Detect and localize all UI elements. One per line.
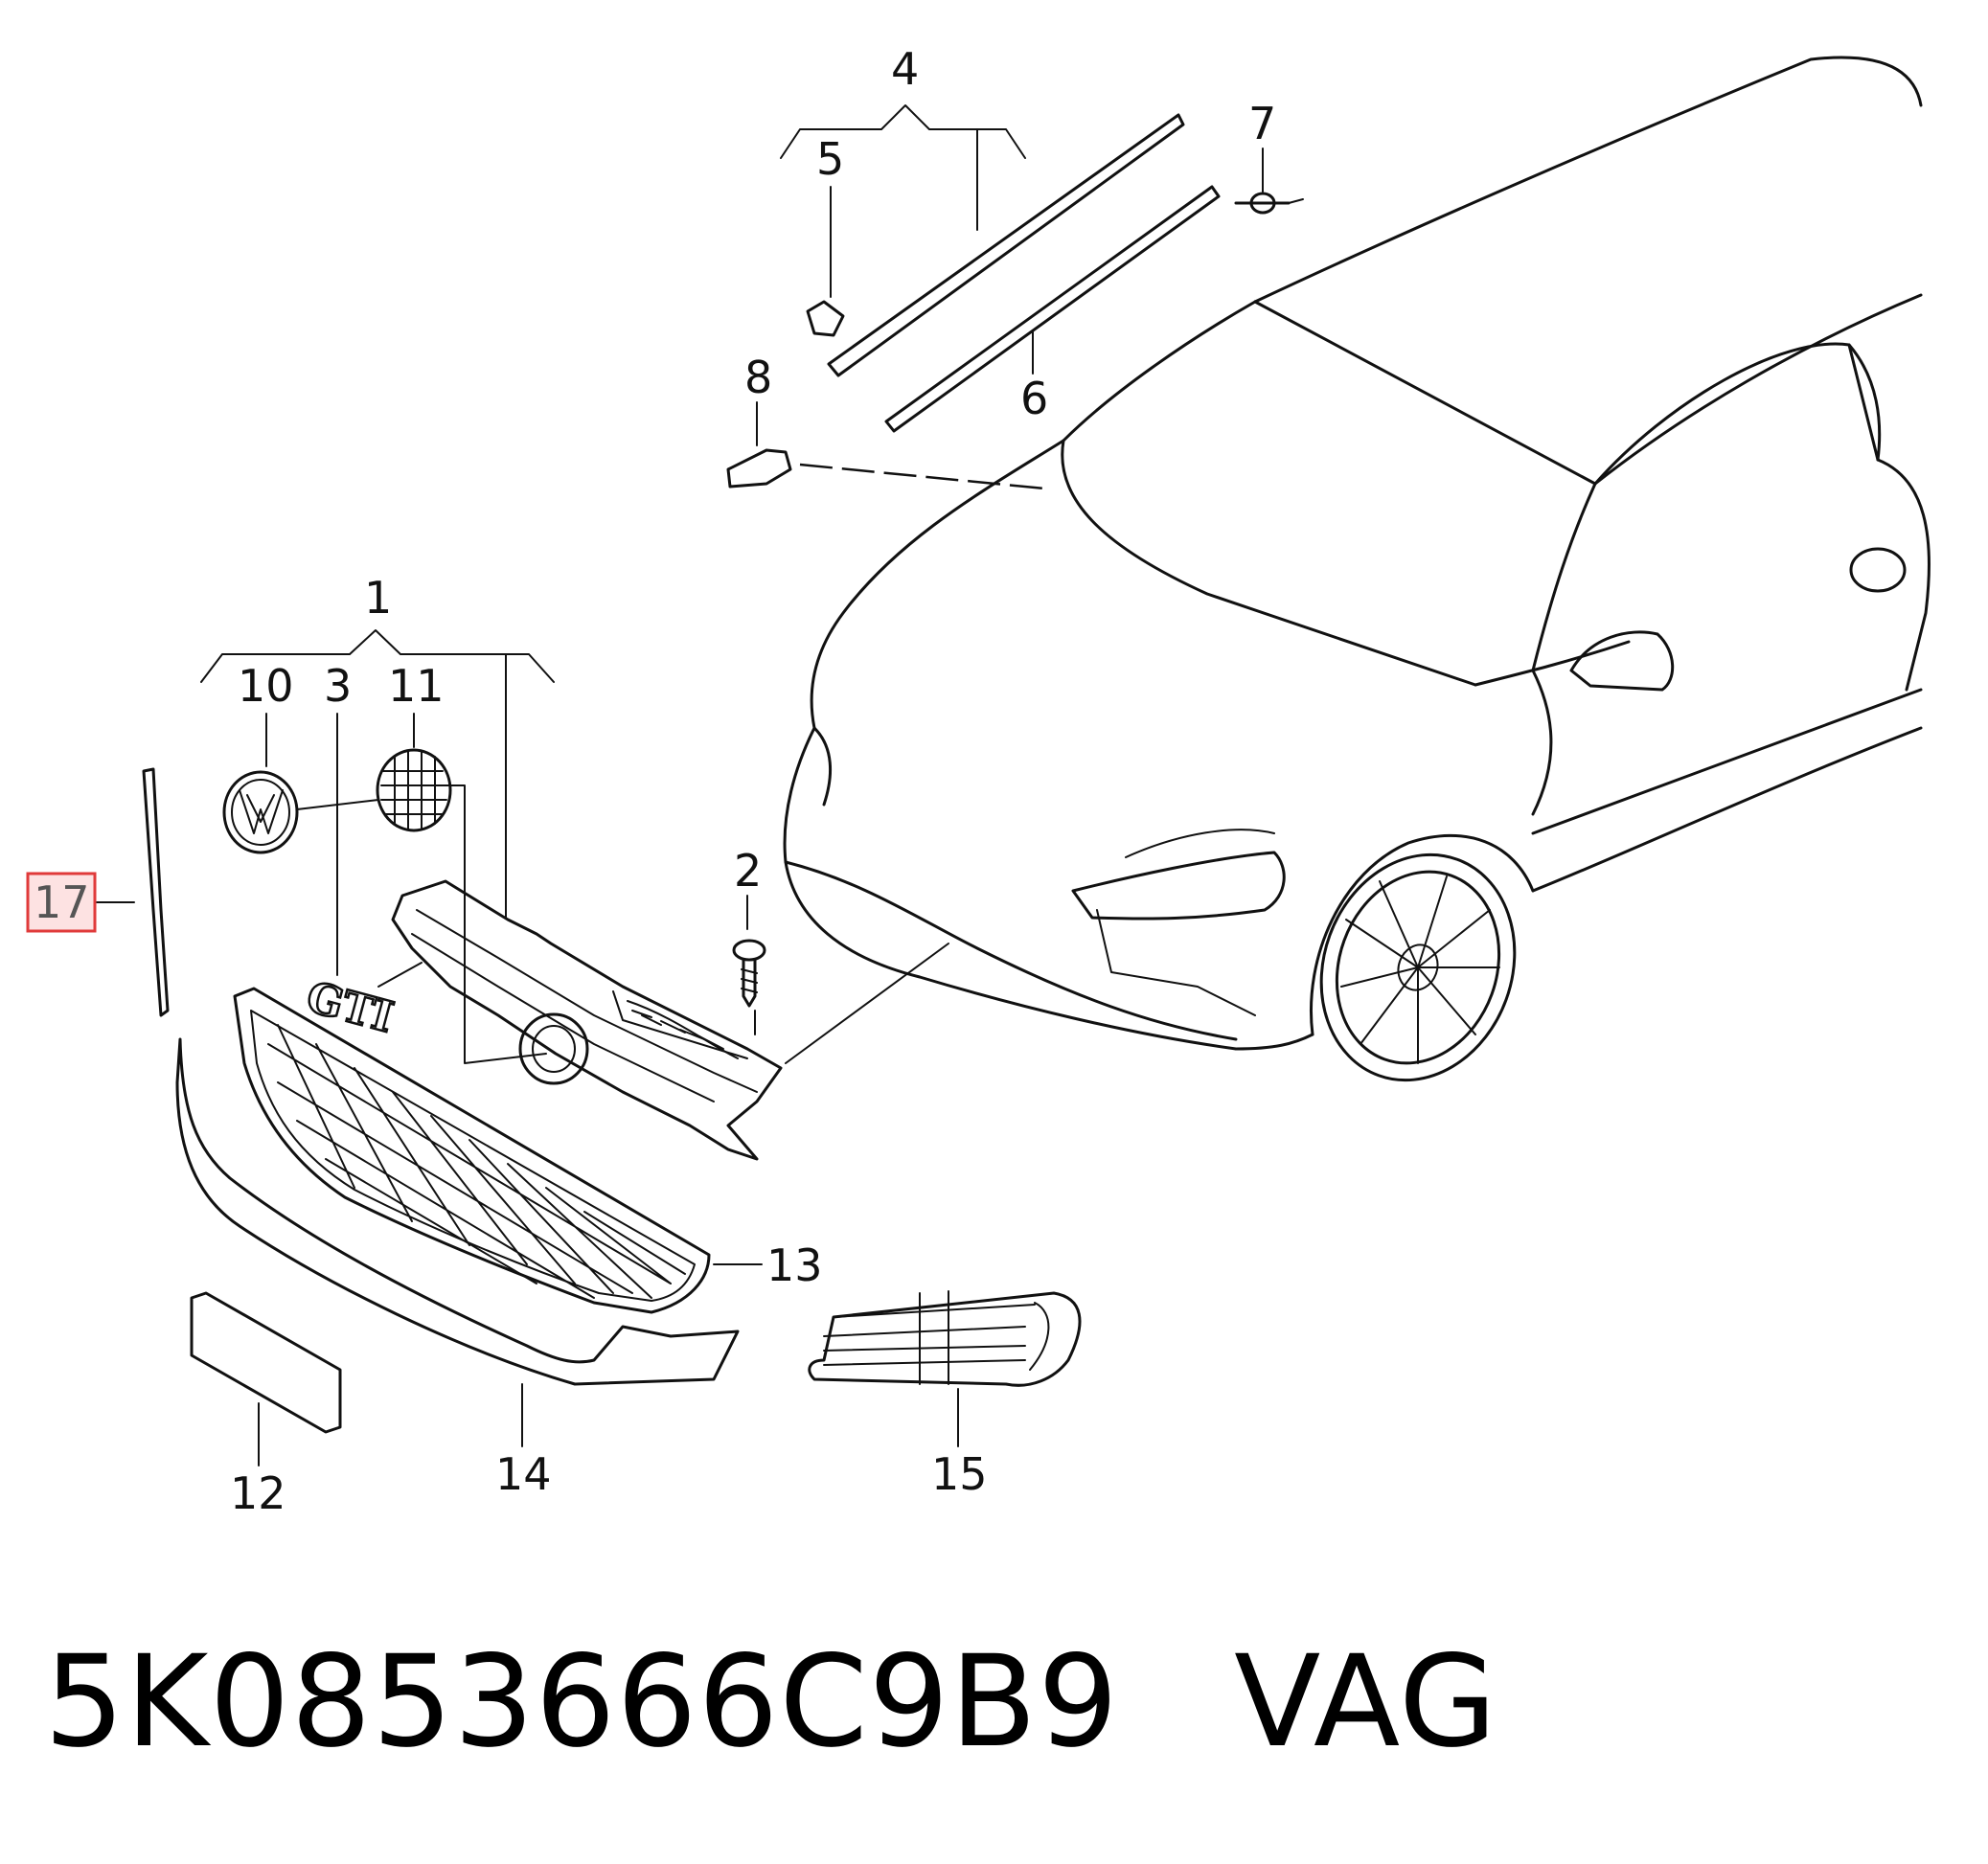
- callout-2: 2: [734, 845, 762, 897]
- brand-label: VAG: [1234, 1628, 1498, 1776]
- callout-17: 17: [34, 876, 90, 928]
- callout-10: 10: [238, 660, 294, 712]
- callout-14: 14: [495, 1448, 552, 1500]
- part-12-plate: [190, 1291, 342, 1434]
- part-5-clip: [806, 300, 845, 337]
- part-10-vw-emblem: [222, 770, 299, 854]
- part-11-mesh-disc: [376, 748, 452, 832]
- callout-8: 8: [744, 352, 772, 403]
- part-number: 5K0853666C9B9: [44, 1628, 1120, 1776]
- callout-4: 4: [891, 43, 919, 95]
- callout-6: 6: [1020, 373, 1048, 424]
- part-17-strip: [142, 767, 170, 1017]
- part-8-bracket: [726, 448, 792, 489]
- part-6-molding: [884, 185, 1221, 433]
- part-2-screw: [732, 939, 766, 1008]
- callout-15: 15: [931, 1448, 988, 1500]
- part-13-lower-grille: [233, 987, 711, 1314]
- callout-7: 7: [1248, 98, 1276, 149]
- part-caption: 5K0853666C9B9 VAG: [44, 1628, 1497, 1776]
- callout-5: 5: [816, 133, 844, 185]
- callouts: 4 5 6 7 8 1 10 3 11 2 13 12 14 15 17: [26, 43, 1276, 1519]
- part-4-molding: [827, 113, 1185, 377]
- callout-12: 12: [230, 1467, 286, 1519]
- car-outline: [783, 56, 1931, 1082]
- part-1-upper-grille: [391, 879, 783, 1161]
- part-15-side-grille: [808, 1290, 1082, 1387]
- callout-3: 3: [324, 660, 352, 712]
- callout-17-highlight[interactable]: 17: [26, 872, 97, 933]
- callout-13: 13: [766, 1239, 823, 1291]
- callout-1: 1: [364, 572, 392, 624]
- callout-17-box: [26, 872, 97, 933]
- part-14-lower-trim: [175, 1037, 740, 1386]
- callout-11: 11: [388, 660, 445, 712]
- part-7-rivet: [1234, 192, 1304, 215]
- parts: GTI: [142, 113, 1304, 1434]
- leader-lines: [96, 104, 1264, 1466]
